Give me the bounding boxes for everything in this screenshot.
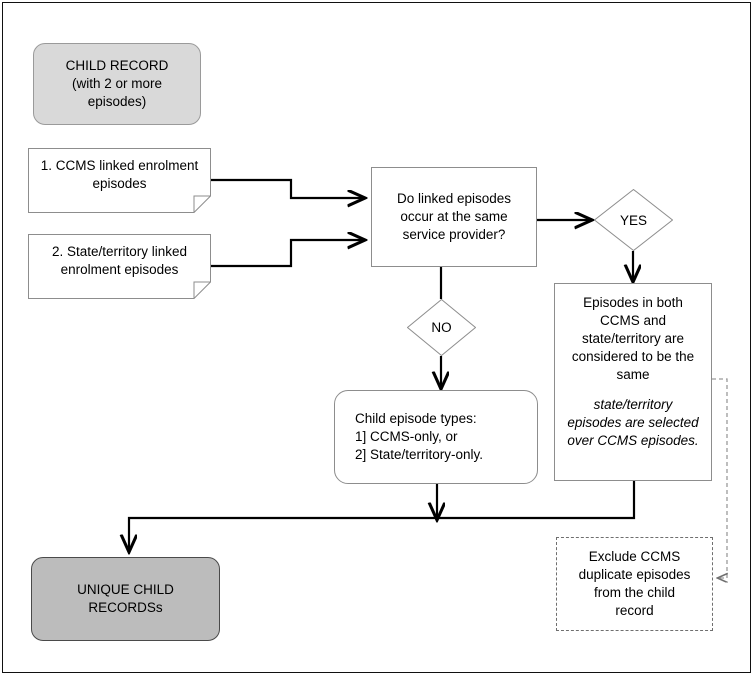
node-episode-types[interactable]: Child episode types: 1] CCMS-only, or 2]… xyxy=(334,390,538,484)
wire-dashed-to-exclude xyxy=(712,378,727,578)
doc2-line1: 2. State/territory linked xyxy=(51,243,188,259)
node-decision-same-provider[interactable]: Do linked episodes occur at the same ser… xyxy=(371,167,537,267)
doc1-line2: episodes xyxy=(92,175,147,191)
node-doc-state-episodes[interactable]: 2. State/territory linked enrolment epis… xyxy=(28,234,211,299)
decision-line3: service provider? xyxy=(402,226,506,242)
document-shape-1 xyxy=(28,148,211,213)
same-episodes-line4: considered to be the xyxy=(571,348,695,364)
episode-types-line3: 2] State/territory-only. xyxy=(355,446,484,462)
same-episodes-line3: state/territory are xyxy=(581,330,685,346)
doc2-line2: enrolment episodes xyxy=(60,261,179,277)
doc1-line1: 1. CCMS linked enrolment xyxy=(40,157,199,173)
decision-line1: Do linked episodes xyxy=(396,191,512,207)
exclude-line2: duplicate episodes xyxy=(578,567,691,583)
episode-types-line1: Child episode types: xyxy=(355,411,477,427)
same-episodes-line2: CCMS and xyxy=(599,312,667,328)
exclude-line4: record xyxy=(615,602,654,618)
child-record-line2: (with 2 or more xyxy=(71,76,163,92)
node-child-record[interactable]: CHILD RECORD (with 2 or more episodes) xyxy=(33,43,201,125)
diamond-shape-no xyxy=(407,299,476,356)
episode-types-line2: 1] CCMS-only, or xyxy=(355,429,458,445)
wire-doc2-to-decision xyxy=(211,240,364,268)
exclude-line3: from the child xyxy=(593,585,676,600)
node-yes-diamond[interactable]: YES xyxy=(594,189,673,251)
node-unique-child-records[interactable]: UNIQUE CHILD RECORDSs xyxy=(31,557,220,641)
same-episodes-gap xyxy=(561,384,705,396)
same-episodes-italic2: episodes are selected xyxy=(567,414,699,430)
node-exclude-duplicates[interactable]: Exclude CCMS duplicate episodes from the… xyxy=(556,537,713,631)
yes-label: YES xyxy=(619,212,647,228)
same-episodes-italic1: state/territory xyxy=(593,396,673,412)
document-shape-2 xyxy=(28,234,211,299)
node-same-episodes[interactable]: Episodes in both CCMS and state/territor… xyxy=(554,283,712,481)
same-episodes-line5: same xyxy=(616,366,650,382)
diamond-shape-yes xyxy=(594,189,673,251)
same-episodes-italic3: over CCMS episodes. xyxy=(567,432,699,448)
node-no-diamond[interactable]: NO xyxy=(407,299,476,356)
node-doc-ccms-episodes[interactable]: 1. CCMS linked enrolment episodes xyxy=(28,148,211,213)
unique-child-line2: RECORDSs xyxy=(88,600,163,615)
child-record-line1: CHILD RECORD xyxy=(65,58,169,74)
child-record-line3: episodes) xyxy=(87,93,147,109)
wire-doc1-to-decision xyxy=(211,178,364,198)
same-episodes-line1: Episodes in both xyxy=(583,295,683,310)
no-label: NO xyxy=(431,320,452,335)
decision-line2: occur at the same xyxy=(400,209,508,225)
exclude-line1: Exclude CCMS xyxy=(588,549,681,565)
unique-child-line1: UNIQUE CHILD xyxy=(77,582,174,598)
